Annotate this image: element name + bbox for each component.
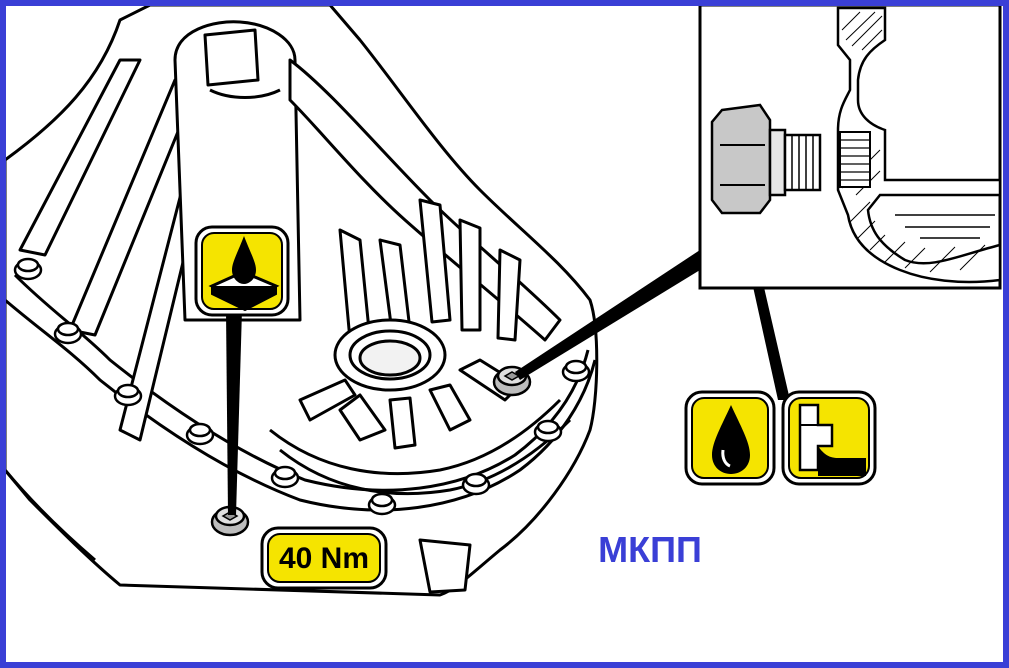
bolt — [13, 257, 43, 281]
bolt — [461, 472, 491, 496]
gearbox-housing — [3, 3, 599, 597]
plug-side-view — [710, 103, 822, 215]
bolt — [185, 422, 215, 446]
bolt — [367, 492, 397, 516]
bolt — [53, 321, 83, 345]
bolt — [113, 383, 143, 407]
bolt — [533, 419, 563, 443]
flange-bolts — [13, 257, 591, 516]
gearbox-caption: МКПП — [598, 529, 702, 570]
bolt — [270, 465, 300, 489]
level-check-icon — [781, 390, 877, 486]
hatching — [841, 11, 986, 273]
bolt — [561, 359, 591, 383]
oil-fill-icon — [194, 225, 290, 317]
plug-detail-inset — [698, 3, 1002, 290]
oil-level — [895, 214, 995, 239]
torque-badge: 40 Nm — [260, 526, 388, 590]
oil-drop-icon — [684, 390, 776, 486]
torque-label: 40 Nm — [279, 542, 369, 575]
